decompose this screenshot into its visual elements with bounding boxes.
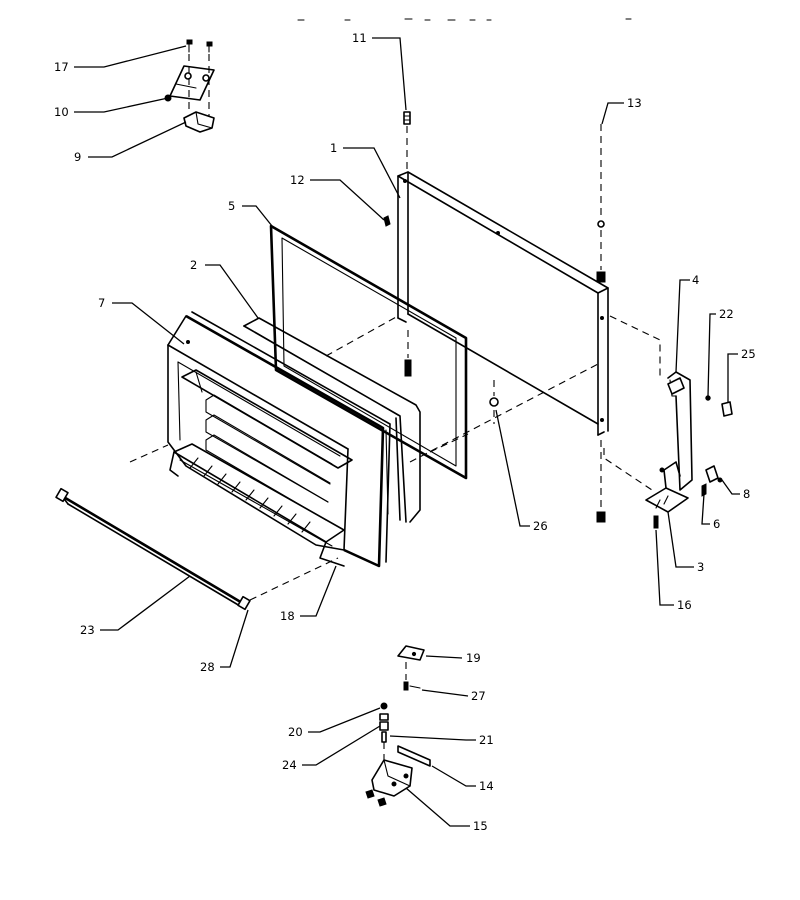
callout-1: 1 — [330, 141, 337, 155]
callout-15: 15 — [473, 819, 488, 833]
callout-11: 11 — [352, 31, 367, 45]
part-1-door-outer-frame — [397, 171, 609, 436]
callout-6: 6 — [713, 517, 720, 531]
frame-fasteners — [383, 111, 606, 523]
callout-24: 24 — [282, 758, 297, 772]
lower-hinge-assembly — [365, 645, 431, 807]
leader-lines — [74, 37, 740, 827]
top-hinge-assembly — [164, 39, 215, 133]
callout-3: 3 — [697, 560, 704, 574]
callout-20: 20 — [288, 725, 303, 739]
callout-13: 13 — [627, 96, 642, 110]
callout-10: 10 — [54, 105, 69, 119]
part-23-handle-bar — [55, 487, 251, 611]
scan-artifacts — [297, 18, 632, 21]
callout-12: 12 — [290, 173, 305, 187]
callout-18: 18 — [280, 609, 295, 623]
callout-8: 8 — [743, 487, 750, 501]
callout-25: 25 — [741, 347, 756, 361]
callout-7: 7 — [98, 296, 105, 310]
part-5-door-gasket — [269, 224, 468, 480]
callout-2: 2 — [190, 258, 197, 272]
callout-5: 5 — [228, 199, 235, 213]
part-2-door-liner — [243, 317, 421, 523]
callout-16: 16 — [677, 598, 692, 612]
callout-14: 14 — [479, 779, 494, 793]
callout-labels: 1 2 3 4 5 6 7 8 9 10 11 12 13 14 15 16 1… — [54, 31, 756, 833]
callout-9: 9 — [74, 150, 81, 164]
callout-28: 28 — [200, 660, 215, 674]
callout-21: 21 — [479, 733, 494, 747]
part-4-upper-hinge-bracket — [667, 371, 693, 491]
callout-17: 17 — [54, 60, 69, 74]
callout-4: 4 — [692, 273, 699, 287]
hinge-hardware — [653, 395, 733, 529]
callout-26: 26 — [533, 519, 548, 533]
assembly-guide-lines — [129, 315, 661, 601]
callout-19: 19 — [466, 651, 481, 665]
callout-23: 23 — [80, 623, 95, 637]
part-7-door-assembly — [167, 311, 391, 568]
callout-22: 22 — [719, 307, 734, 321]
callout-27: 27 — [471, 689, 486, 703]
part-3-lower-hinge-bracket — [645, 461, 689, 513]
